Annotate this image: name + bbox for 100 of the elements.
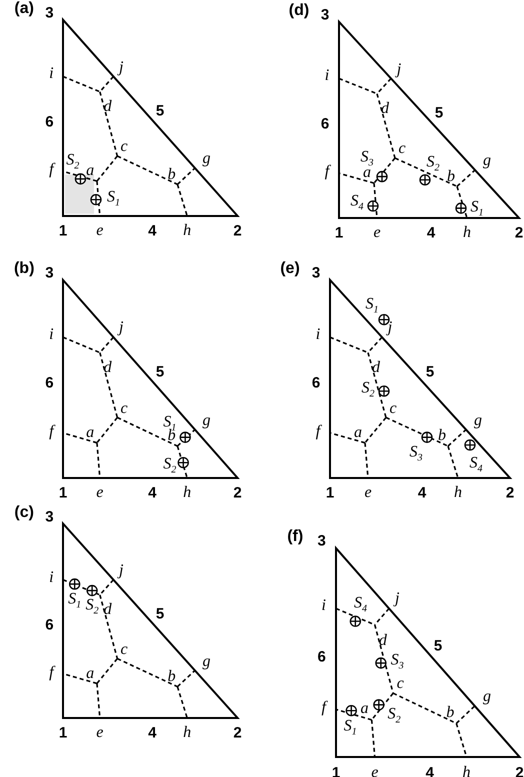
point-label: a — [86, 666, 94, 682]
point-label: c — [398, 141, 406, 158]
point-label: h — [454, 485, 462, 502]
vertex-number: 1 — [326, 486, 334, 501]
source-label: S$_{2}$ — [163, 456, 176, 476]
vertex-number: 4 — [426, 226, 436, 241]
point-label: f — [324, 164, 330, 180]
source-label: S$_{1}$ — [68, 592, 82, 611]
panel-label: (f) — [287, 528, 304, 545]
point-label: f — [49, 162, 54, 178]
point-label: h — [463, 225, 471, 242]
panel-label: (d) — [288, 2, 310, 19]
point-label: g — [474, 412, 482, 429]
source-label: S$_{2}$ — [388, 706, 401, 726]
source-label: S$_{3}$ — [410, 444, 422, 464]
point-label: i — [49, 570, 54, 586]
vertex-number: 6 — [45, 114, 54, 130]
vertex-number: 6 — [318, 650, 326, 665]
source-label: S$_{2}$ — [426, 154, 440, 174]
vertex-number: 5 — [426, 364, 434, 380]
point-label: g — [202, 151, 211, 168]
point-label: f — [49, 664, 54, 681]
vertex-number: 6 — [320, 116, 330, 132]
vertex-number: 3 — [318, 534, 326, 549]
point-label: i — [49, 327, 54, 343]
vertex-number: 2 — [514, 226, 524, 241]
source-label: S$_{4}$ — [354, 595, 367, 615]
point-label: g — [202, 654, 211, 670]
vertex-number: 3 — [45, 266, 54, 281]
source-label: S$_{3}$ — [390, 652, 404, 672]
point-label: a — [360, 701, 369, 718]
point-label: i — [322, 598, 326, 614]
point-label: e — [364, 485, 372, 502]
vertex-number: 2 — [233, 726, 242, 741]
vertex-number: 3 — [45, 6, 54, 21]
point-label: b — [438, 428, 446, 444]
point-label: i — [316, 327, 320, 343]
vertex-number: 3 — [320, 8, 330, 23]
point-label: b — [168, 668, 176, 685]
vertex-number: 5 — [434, 106, 444, 121]
vertex-number: 2 — [233, 224, 242, 239]
point-label: f — [316, 424, 320, 440]
vertex-number: 4 — [418, 486, 426, 501]
source-label: S$_{1}$ — [106, 188, 120, 208]
point-label: d — [104, 360, 112, 376]
source-label: S$_{1}$ — [470, 200, 484, 219]
vertex-number: 5 — [156, 364, 164, 380]
vertex-number: 3 — [312, 266, 320, 281]
point-label: g — [202, 412, 211, 429]
point-label: e — [96, 725, 104, 742]
point-label: h — [183, 223, 192, 240]
vertex-number: 4 — [148, 224, 156, 239]
vertex-number: 1 — [334, 226, 344, 241]
point-label: c — [120, 642, 128, 658]
vertex-number: 2 — [506, 486, 514, 501]
panel-label: (b) — [14, 261, 34, 277]
point-label: b — [447, 168, 455, 185]
point-label: c — [120, 139, 128, 156]
vertex-number: 5 — [156, 104, 164, 119]
point-label: g — [483, 153, 491, 170]
point-label: j — [396, 62, 402, 78]
point-label: e — [96, 223, 104, 240]
vertex-number: 3 — [45, 510, 54, 525]
point-label: c — [396, 676, 404, 692]
point-label: d — [372, 360, 380, 376]
point-label: d — [378, 633, 387, 649]
vertex-number: 4 — [148, 486, 156, 501]
point-label: a — [86, 163, 94, 180]
point-label: j — [388, 320, 392, 336]
source-label: S$_{4}$ — [470, 455, 482, 474]
point-label: c — [120, 400, 128, 417]
panel-label: (a) — [14, 0, 34, 17]
point-label: f — [322, 700, 326, 716]
point-label: g — [482, 688, 491, 705]
vertex-number: 6 — [312, 376, 320, 391]
point-label: j — [118, 60, 124, 76]
vertex-number: 6 — [45, 376, 54, 391]
source-label: S$_{1}$ — [366, 296, 378, 316]
vertex-number: 4 — [148, 726, 156, 741]
vertex-number: 2 — [233, 486, 242, 501]
point-label: a — [354, 424, 362, 441]
panel-label: (c) — [14, 504, 34, 521]
source-label: S$_{1}$ — [344, 718, 357, 738]
point-label: f — [49, 424, 54, 440]
point-label: e — [373, 225, 381, 242]
point-label: h — [183, 485, 192, 502]
source-label: S$_{2}$ — [66, 152, 80, 172]
vertex-number: 1 — [58, 726, 68, 741]
point-label: a — [86, 424, 94, 441]
vertex-number: 1 — [58, 224, 68, 239]
point-label: e — [96, 485, 104, 502]
point-label: i — [324, 68, 330, 84]
point-label: j — [118, 320, 124, 336]
point-label: h — [183, 725, 192, 742]
point-label: c — [389, 400, 397, 417]
point-label: j — [118, 563, 124, 580]
source-label: S$_{2}$ — [362, 380, 374, 400]
vertex-number: 6 — [45, 618, 54, 633]
point-label: i — [49, 66, 54, 82]
point-label: h — [462, 765, 471, 777]
